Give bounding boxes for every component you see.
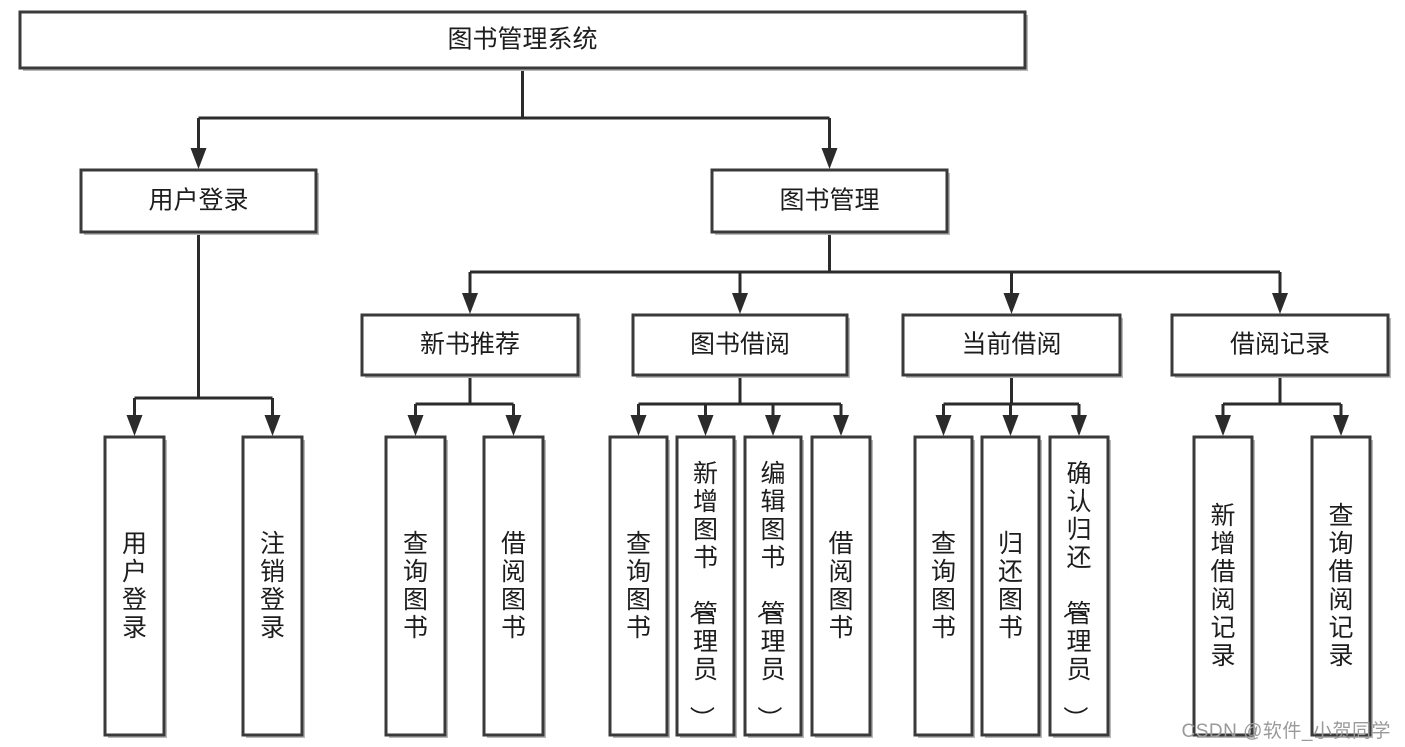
- arrow-head-icon: [821, 148, 838, 169]
- node-rect[interactable]: [810, 435, 872, 737]
- node-label: 借阅图书: [828, 530, 853, 642]
- arrow-head-icon: [126, 415, 143, 436]
- node-leaf-query-book-1[interactable]: 查询图书: [384, 435, 448, 738]
- node-label: 新增借阅记录: [1210, 502, 1235, 670]
- arrow-head-icon: [1071, 415, 1087, 436]
- node-borrow-record[interactable]: 借阅记录: [1170, 313, 1391, 378]
- node-rect[interactable]: [79, 168, 318, 234]
- node-book-manage[interactable]: 图书管理: [710, 168, 950, 235]
- node-root[interactable]: 图书管理系统: [18, 10, 1028, 71]
- arrow-head-icon: [1272, 293, 1288, 314]
- node-label: 查询图书: [931, 530, 956, 642]
- node-rect[interactable]: [103, 435, 166, 737]
- node-label: 注销登录: [260, 530, 285, 642]
- node-leaf-confirm-return[interactable]: 确认归还（管理员）: [1048, 435, 1111, 738]
- node-rect[interactable]: [675, 435, 736, 737]
- connector-group-book-manage: [462, 232, 1288, 314]
- node-label: 当前借阅: [961, 331, 1061, 359]
- connector-group-book-borrow: [630, 375, 849, 436]
- node-book-borrow[interactable]: 图书借阅: [631, 313, 850, 378]
- node-leaf-query-record[interactable]: 查询借阅记录: [1310, 435, 1373, 738]
- arrow-head-icon: [833, 415, 849, 436]
- node-leaf-logout[interactable]: 注销登录: [241, 435, 305, 738]
- connector-layer: [126, 68, 1349, 436]
- arrow-head-icon: [264, 415, 281, 436]
- node-label: 归还图书: [998, 530, 1023, 642]
- node-label: 图书管理: [779, 187, 879, 215]
- arrow-head-icon: [1333, 415, 1349, 436]
- arrow-head-icon: [935, 415, 952, 436]
- node-label: 借阅记录: [1230, 331, 1330, 359]
- arrow-head-icon: [1002, 415, 1019, 436]
- arrow-head-icon: [1215, 415, 1231, 436]
- arrow-head-icon: [630, 415, 647, 436]
- node-rect[interactable]: [1170, 313, 1390, 377]
- node-leaf-query-book-2[interactable]: 查询图书: [608, 435, 670, 738]
- node-rect[interactable]: [901, 313, 1122, 377]
- node-label: 查询借阅记录: [1328, 502, 1353, 670]
- node-leaf-borrow-book-1[interactable]: 借阅图书: [482, 435, 546, 738]
- arrow-head-icon: [505, 415, 522, 436]
- node-label: 新书推荐: [420, 331, 520, 359]
- node-layer: 图书管理系统用户登录图书管理新书推荐图书借阅当前借阅借阅记录用户登录注销登录查询…: [18, 10, 1391, 738]
- node-label: 编辑图书（管理员）: [754, 460, 785, 731]
- node-label: 图书管理系统: [447, 26, 597, 54]
- node-rect[interactable]: [482, 435, 545, 737]
- node-new-book-rec[interactable]: 新书推荐: [360, 313, 581, 378]
- node-rect[interactable]: [1048, 435, 1110, 737]
- node-current-borrow[interactable]: 当前借阅: [901, 313, 1123, 378]
- node-leaf-add-record[interactable]: 新增借阅记录: [1192, 435, 1255, 738]
- node-rect[interactable]: [710, 168, 949, 234]
- node-rect[interactable]: [384, 435, 447, 737]
- node-label: 用户登录: [122, 530, 147, 642]
- arrow-head-icon: [190, 148, 207, 169]
- node-rect[interactable]: [743, 435, 803, 737]
- node-leaf-add-book[interactable]: 新增图书（管理员）: [675, 435, 737, 738]
- node-label: 查询图书: [626, 530, 651, 642]
- node-leaf-user-login[interactable]: 用户登录: [103, 435, 167, 738]
- node-label: 用户登录: [148, 187, 248, 215]
- node-rect[interactable]: [1310, 435, 1372, 737]
- node-rect[interactable]: [360, 313, 580, 377]
- connector-group-new-book-rec: [407, 375, 522, 436]
- arrow-head-icon: [1003, 293, 1020, 314]
- node-label: 查询图书: [403, 530, 428, 642]
- arrow-head-icon: [407, 415, 424, 436]
- connector-group-borrow-record: [1215, 375, 1349, 436]
- node-leaf-edit-book[interactable]: 编辑图书（管理员）: [743, 435, 804, 738]
- arrow-head-icon: [462, 293, 478, 314]
- connector-group-user-login: [126, 232, 281, 436]
- arrow-head-icon: [765, 415, 781, 436]
- node-label: 图书借阅: [690, 331, 790, 359]
- arrow-head-icon: [697, 415, 714, 436]
- node-label: 借阅图书: [501, 530, 526, 642]
- node-rect[interactable]: [18, 10, 1027, 70]
- node-leaf-borrow-book-2[interactable]: 借阅图书: [810, 435, 873, 738]
- node-label: 新增图书（管理员）: [687, 460, 718, 731]
- node-rect[interactable]: [913, 435, 974, 737]
- node-label: 确认归还（管理员）: [1060, 460, 1091, 731]
- node-rect[interactable]: [1192, 435, 1254, 737]
- node-leaf-return-book[interactable]: 归还图书: [980, 435, 1042, 738]
- node-leaf-query-book-3[interactable]: 查询图书: [913, 435, 975, 738]
- node-rect[interactable]: [980, 435, 1041, 737]
- node-rect[interactable]: [631, 313, 849, 377]
- node-rect[interactable]: [241, 435, 304, 737]
- arrow-head-icon: [732, 293, 748, 314]
- connector-group-current-borrow: [935, 375, 1087, 436]
- connector-group-root: [190, 68, 838, 169]
- node-user-login[interactable]: 用户登录: [79, 168, 319, 235]
- node-rect[interactable]: [608, 435, 669, 737]
